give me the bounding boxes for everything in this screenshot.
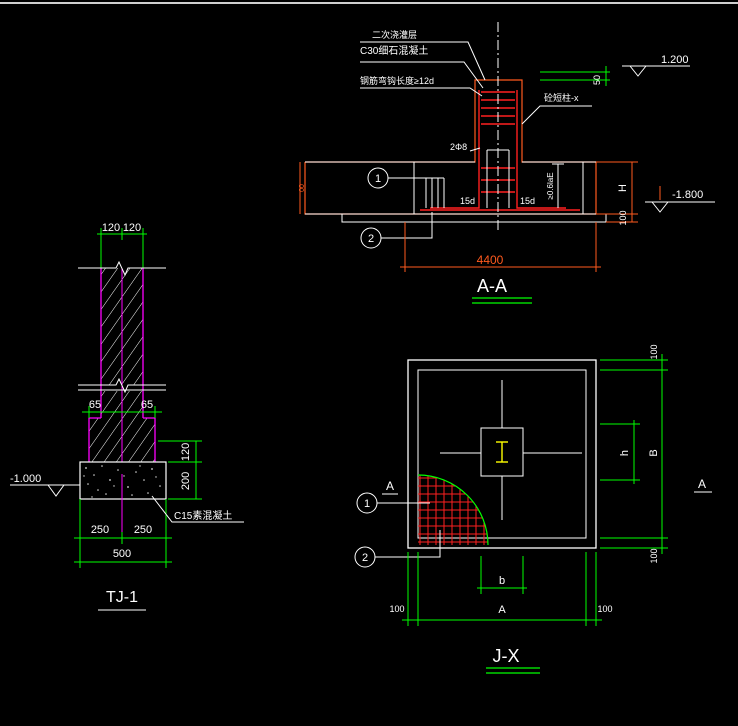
aa-note-2: C30细石混凝土 — [360, 44, 428, 57]
aa-label-100: 100 — [618, 210, 628, 225]
tj1-elevation: -1.000 — [10, 473, 41, 485]
aa-label-15d-left: 15d — [460, 196, 475, 206]
tj1-title: TJ-1 — [106, 589, 138, 606]
jx-rebar-grid — [418, 475, 488, 545]
aa-elevation-top: 1.200 — [661, 54, 689, 66]
tj1-concrete-speckle — [83, 465, 161, 498]
tj1-dim-offset-right: 65 — [141, 399, 153, 411]
tj1-footing-hatch — [89, 418, 155, 462]
jx-outer-square — [407, 359, 597, 549]
aa-note-1: 二次浇灌层 — [372, 29, 417, 40]
jx-steel-i-icon — [496, 441, 508, 463]
aa-elevation-bottom: -1.800 — [672, 189, 703, 201]
jx-callout-1-label: 1 — [364, 498, 370, 510]
tj1-section: 120 120 65 65 — [10, 222, 244, 611]
aa-label-H: H — [617, 184, 629, 192]
tj1-dim-base-left: 250 — [91, 524, 109, 536]
aa-note-3: 钢筋弯钩长度≥12d — [360, 75, 434, 86]
section-aa: 二次浇灌层 C30细石混凝土 钢筋弯钩长度≥12d 砼短柱-x 50 1.200… — [299, 22, 715, 304]
aa-label-50: 50 — [592, 75, 602, 85]
tj1-dim-bottom — [74, 499, 172, 568]
plan-jx: A A 1 2 100 100 h B — [354, 344, 712, 674]
jx-title: J-X — [493, 646, 520, 666]
aa-label-rebar: 2Φ8 — [450, 142, 467, 152]
aa-label-15d-right: 15d — [520, 196, 535, 206]
tj1-wall-outline — [88, 268, 156, 462]
tj1-material-leader — [151, 495, 244, 523]
jx-dim-h: h — [619, 450, 631, 456]
jx-label-A-right: A — [698, 477, 706, 491]
tj1-dim-base-total: 500 — [113, 548, 131, 560]
tj1-dim-base-right: 250 — [134, 524, 152, 536]
aa-dim-50 — [540, 66, 610, 86]
jx-dim-right-100: 100 — [597, 604, 612, 614]
aa-label-vertical: ≥0.6laE — [546, 172, 555, 199]
tj1-dim-top-right: 120 — [123, 222, 141, 234]
tj1-break-lines — [78, 260, 166, 394]
tj1-concrete-base — [79, 461, 167, 500]
aa-elevation-top-mark — [622, 65, 690, 77]
aa-title: A-A — [477, 276, 507, 296]
jx-dim-right — [600, 354, 668, 554]
aa-callout-1-label: 1 — [375, 173, 381, 185]
aa-label-rebar-leader — [469, 147, 481, 152]
jx-dim-b: b — [499, 575, 505, 587]
aa-dim-total-label: 4400 — [477, 253, 504, 267]
aa-elevation-bottom-mark — [645, 201, 715, 213]
aa-callout-2-label: 2 — [368, 233, 374, 245]
tj1-dim-offset — [82, 406, 162, 418]
jx-dim-top-100: 100 — [649, 344, 659, 359]
aa-dim-total — [400, 222, 601, 272]
jx-callout-2-leader — [375, 530, 441, 558]
aa-callout-2-leader — [381, 212, 433, 239]
jx-dim-bottom — [402, 552, 602, 626]
jx-inner-square — [417, 369, 587, 539]
jx-label-A-left: A — [386, 479, 394, 493]
aa-bedding-layer — [341, 213, 607, 223]
tj1-dim-top-left: 120 — [102, 222, 120, 234]
jx-rebar-arc — [417, 474, 489, 546]
aa-dim-right — [596, 161, 638, 223]
tj1-dim-h-120: 120 — [180, 443, 192, 461]
jx-dim-bottom-100: 100 — [649, 548, 659, 563]
aa-note-leaders — [360, 41, 486, 97]
aa-dim-vertical — [552, 163, 564, 208]
tj1-material-note: C15素混凝土 — [174, 509, 232, 522]
aa-dim-left-mark: 00 — [299, 184, 306, 192]
tj1-dim-right — [158, 440, 202, 500]
jx-callout-2-label: 2 — [362, 552, 368, 564]
jx-dim-B: B — [648, 449, 660, 456]
tj1-dim-h-200: 200 — [180, 472, 192, 490]
jx-dim-left-100: 100 — [389, 604, 404, 614]
aa-callout-1-leader — [388, 177, 445, 208]
tj1-elevation-mark — [10, 484, 80, 497]
tj1-dim-offset-left: 65 — [89, 399, 101, 411]
tj1-dim-top — [97, 228, 147, 270]
aa-note-column-leader — [521, 105, 592, 125]
jx-dim-A: A — [498, 604, 506, 616]
aa-note-column: 砼短柱-x — [544, 92, 579, 103]
